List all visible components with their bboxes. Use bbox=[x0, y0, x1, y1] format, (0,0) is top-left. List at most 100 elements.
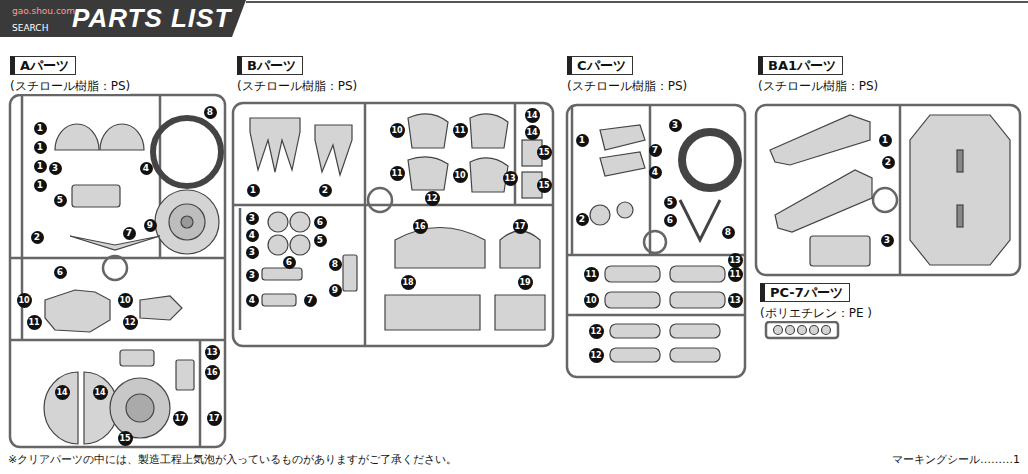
small-part bbox=[120, 350, 154, 366]
small-part bbox=[176, 360, 194, 390]
track-part bbox=[670, 348, 720, 362]
material-note: (スチロール樹脂：PS) bbox=[10, 78, 130, 94]
callout-number: 4 bbox=[140, 162, 153, 175]
hand-part bbox=[600, 125, 645, 150]
callout-number: 8 bbox=[329, 258, 342, 271]
callout-number: 2 bbox=[31, 231, 44, 244]
small-part bbox=[262, 294, 296, 306]
material-note: (スチロール樹脂：PS) bbox=[237, 78, 357, 94]
callout-number: 13 bbox=[503, 171, 518, 186]
callout-number: 11 bbox=[584, 267, 599, 282]
runner-name: Cパーツ bbox=[567, 56, 633, 75]
callout-number: 17 bbox=[513, 219, 528, 234]
callout-number: 3 bbox=[881, 234, 894, 247]
ball-part bbox=[290, 212, 310, 232]
callout-number: 11 bbox=[27, 315, 42, 330]
callout-number: 1 bbox=[247, 184, 260, 197]
runner-name: BA1パーツ bbox=[758, 56, 843, 75]
callout-number: 12 bbox=[589, 348, 604, 363]
track-part bbox=[670, 266, 725, 282]
callout-number: 17 bbox=[207, 411, 222, 426]
callout-number: 4 bbox=[649, 166, 662, 179]
callout-number: 2 bbox=[882, 156, 895, 169]
small-part bbox=[262, 268, 302, 280]
dome-part bbox=[55, 124, 99, 150]
body-part bbox=[140, 296, 182, 320]
callout-number: 1 bbox=[34, 141, 47, 154]
runner-heading: BA1パーツ (スチロール樹脂：PS) bbox=[758, 55, 878, 94]
ball-part bbox=[268, 235, 288, 255]
footer-note: マーキングシール………1 bbox=[892, 453, 1020, 467]
header-note: SEARCH bbox=[12, 22, 48, 34]
material-note: (スチロール樹脂：PS) bbox=[567, 78, 687, 94]
callout-number: 10 bbox=[17, 293, 32, 308]
callout-number: 18 bbox=[401, 275, 416, 290]
track-part bbox=[610, 324, 660, 338]
shield-part bbox=[910, 115, 1010, 265]
poly-cap bbox=[798, 326, 807, 335]
disc-part bbox=[155, 190, 219, 254]
runner-heading: Aパーツ(スチロール樹脂：PS) bbox=[10, 55, 130, 94]
callout-number: 8 bbox=[204, 106, 217, 119]
material-note: (ポリエチレン：PE ) bbox=[760, 305, 872, 321]
runner-name: PC-7パーツ bbox=[760, 283, 850, 302]
callout-number: 14 bbox=[93, 385, 108, 400]
page-title: PARTS LIST bbox=[72, 3, 231, 33]
poly-cap bbox=[822, 326, 831, 335]
callout-number: 3 bbox=[669, 119, 682, 132]
callout-number: 7 bbox=[123, 227, 136, 240]
runner-heading: Cパーツ (スチロール樹脂：PS) bbox=[567, 55, 687, 94]
callout-number: 13 bbox=[728, 253, 743, 268]
block-part bbox=[810, 236, 870, 266]
poly-cap bbox=[774, 326, 783, 335]
callout-number: 3 bbox=[246, 269, 259, 282]
callout-number: 1 bbox=[879, 134, 892, 147]
header-note: gao.shou.com bbox=[12, 5, 75, 17]
callout-number: 15 bbox=[537, 145, 552, 160]
callout-number: 12 bbox=[123, 315, 138, 330]
poly-cap bbox=[810, 326, 819, 335]
callout-number: 14 bbox=[525, 125, 540, 140]
callout-number: 2 bbox=[319, 184, 332, 197]
material-note: (スチロール樹脂：PS) bbox=[758, 78, 878, 94]
title-banner bbox=[0, 0, 246, 37]
callout-number: 19 bbox=[518, 275, 533, 290]
callout-number: 6 bbox=[664, 214, 677, 227]
ball-part bbox=[268, 212, 288, 232]
callout-number: 15 bbox=[118, 431, 133, 446]
antenna-part bbox=[680, 200, 720, 240]
callout-number: 13 bbox=[728, 293, 743, 308]
callout-number: 8 bbox=[722, 226, 735, 239]
callout-number: 4 bbox=[246, 294, 259, 307]
blade-part bbox=[250, 118, 300, 172]
armor-part bbox=[408, 114, 448, 148]
blade-part bbox=[315, 125, 352, 175]
callout-number: 6 bbox=[283, 256, 296, 269]
callout-number: 10 bbox=[390, 123, 405, 138]
track-part bbox=[670, 324, 720, 338]
track-part bbox=[670, 292, 725, 308]
ball-part bbox=[590, 205, 610, 225]
poly-cap bbox=[786, 326, 795, 335]
callout-number: 15 bbox=[537, 178, 552, 193]
shell-part bbox=[44, 372, 78, 444]
callout-number: 5 bbox=[314, 234, 327, 247]
runner-heading: PC-7パーツ (ポリエチレン：PE ) bbox=[760, 282, 872, 321]
callout-number: 6 bbox=[314, 216, 327, 229]
callout-number: 1 bbox=[34, 179, 47, 192]
callout-number: 5 bbox=[664, 196, 677, 209]
ring-part bbox=[682, 132, 738, 188]
armor-part bbox=[408, 157, 448, 190]
strut-part bbox=[70, 236, 160, 250]
callout-number: 3 bbox=[49, 162, 62, 175]
wing-part bbox=[770, 115, 870, 165]
callout-number: 6 bbox=[54, 266, 67, 279]
armor-part bbox=[470, 114, 508, 148]
track-part bbox=[610, 348, 660, 362]
callout-number: 10 bbox=[584, 293, 599, 308]
callout-number: 1 bbox=[576, 134, 589, 147]
runner-frame bbox=[766, 322, 838, 338]
callout-number: 9 bbox=[329, 284, 342, 297]
callout-number: 5 bbox=[54, 194, 67, 207]
wing-part bbox=[775, 170, 872, 232]
